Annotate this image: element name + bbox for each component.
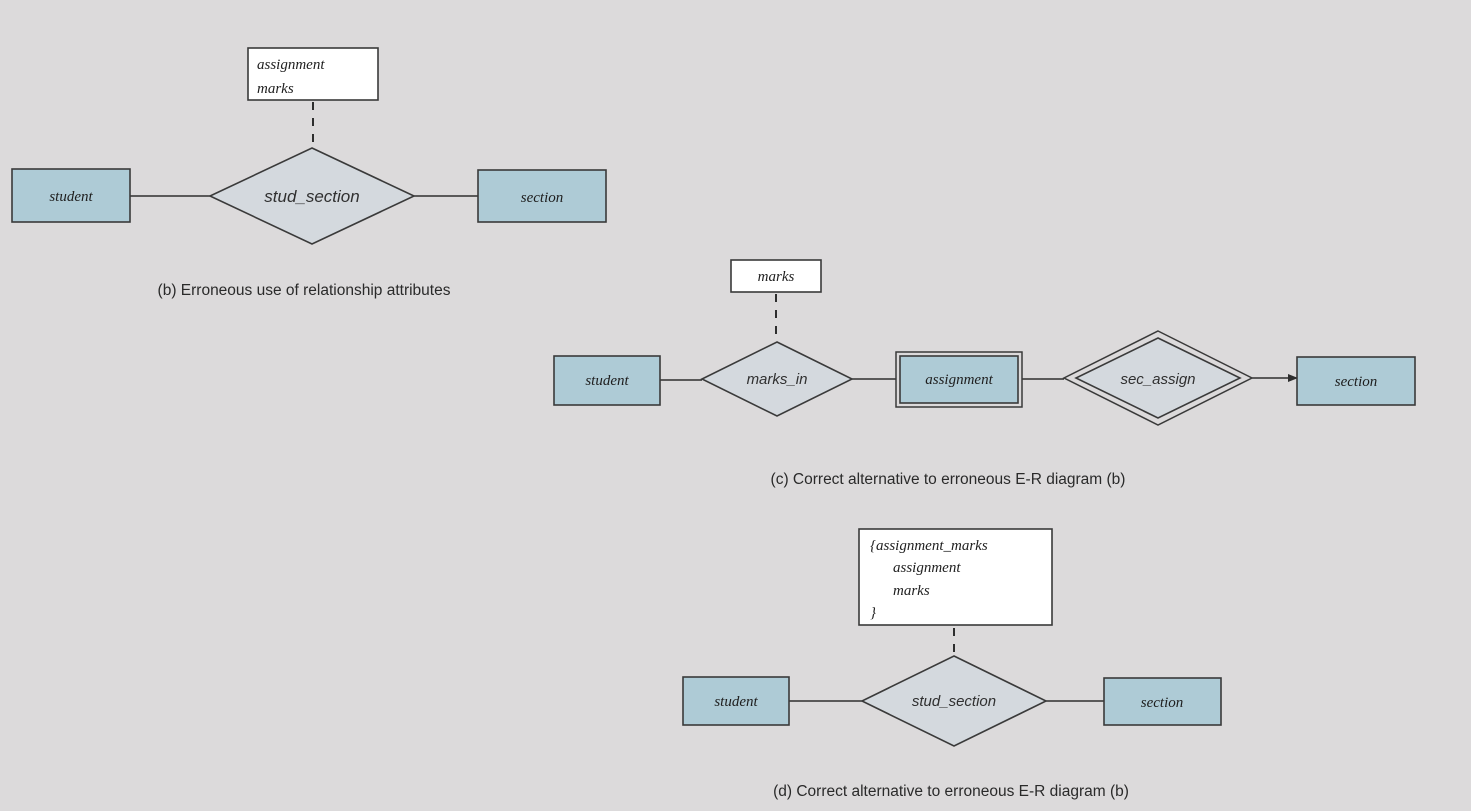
- c-identifying-relationship-label: sec_assign: [1120, 371, 1195, 388]
- d-relationship-stud-section: [860, 655, 1048, 747]
- b-relationship-stud-section: [208, 147, 416, 245]
- c-weak-entity-assignment: [899, 355, 1019, 404]
- c-relationship-marks-in: [700, 341, 854, 417]
- c-caption: (c) Correct alternative to erroneous E-R…: [771, 471, 1126, 488]
- c-entity-student: [553, 355, 661, 406]
- d-entity-student-label: student: [714, 694, 758, 710]
- b-relationship-label: stud_section: [264, 187, 359, 206]
- c-entity-section: [1296, 356, 1416, 406]
- diagram-b: assignment marks student stud_section se…: [11, 47, 607, 299]
- c-entity-section-label: section: [1335, 374, 1378, 390]
- b-attribute-line-2: marks: [257, 81, 294, 97]
- b-entity-section-label: section: [521, 190, 564, 206]
- c-relationship-marks-in-label: marks_in: [747, 371, 808, 388]
- b-attribute-box: [247, 47, 379, 101]
- d-entity-student: [682, 676, 790, 726]
- c-attribute-box: [730, 259, 822, 293]
- b-entity-student-label: student: [49, 189, 93, 205]
- d-relationship-label: stud_section: [912, 693, 996, 710]
- diagram-d: {assignment_marks assignment marks } stu…: [682, 528, 1222, 800]
- c-identifying-relationship-outer: [1062, 330, 1254, 426]
- c-attribute-label: marks: [758, 269, 795, 285]
- c-identifying-relationship-sec-assign: [1074, 337, 1242, 419]
- b-entity-section: [477, 169, 607, 223]
- d-entity-section: [1103, 677, 1222, 726]
- d-caption: (d) Correct alternative to erroneous E-R…: [773, 783, 1129, 800]
- c-weak-entity-outer-border: [895, 351, 1023, 408]
- c-weak-entity-label: assignment: [925, 372, 993, 388]
- b-entity-student: [11, 168, 131, 223]
- diagram-c: marks student marks_in assignment sec_as…: [553, 259, 1416, 488]
- d-attribute-line-3: marks: [893, 583, 930, 599]
- d-entity-section-label: section: [1141, 695, 1184, 711]
- d-attribute-line-1: {assignment_marks: [870, 538, 988, 554]
- b-attribute-line-1: assignment: [257, 57, 325, 73]
- d-attribute-line-4: }: [870, 605, 876, 621]
- d-attribute-box: [858, 528, 1053, 626]
- c-entity-student-label: student: [585, 373, 629, 389]
- d-attribute-line-2: assignment: [893, 560, 961, 576]
- b-caption: (b) Erroneous use of relationship attrib…: [158, 282, 451, 299]
